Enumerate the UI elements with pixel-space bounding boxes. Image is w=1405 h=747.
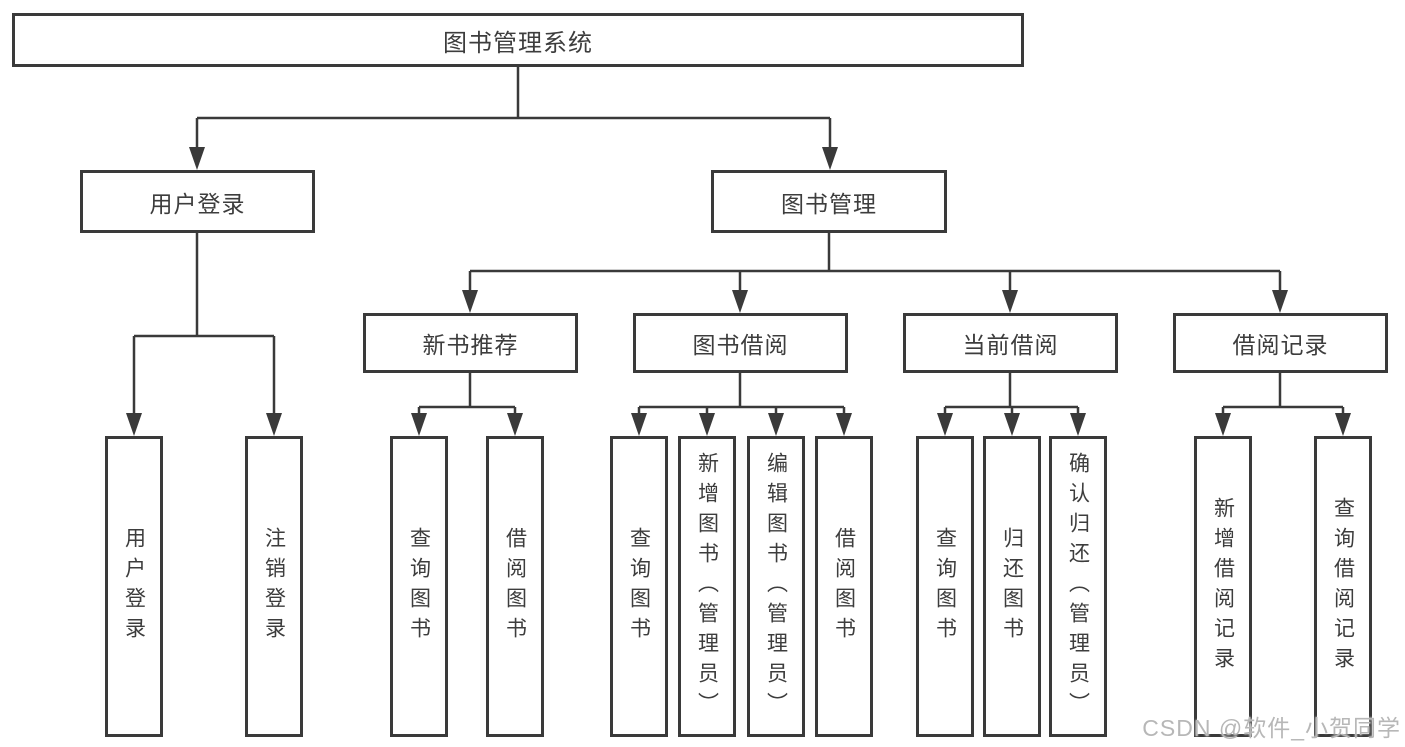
node-current-borrowing: 当前借阅 bbox=[903, 313, 1118, 373]
leaf-user-login: 用户登录 bbox=[105, 436, 163, 737]
node-borrowing-records-label: 借阅记录 bbox=[1232, 332, 1329, 358]
leaf-return-books: 归还图书 bbox=[983, 436, 1041, 737]
node-new-book-recommendation: 新书推荐 bbox=[363, 313, 578, 373]
arrowheads bbox=[126, 147, 1351, 436]
leaf-add-book-admin-label: 新增图书（管理员） bbox=[695, 451, 719, 722]
leaf-logout: 注销登录 bbox=[245, 436, 303, 737]
node-book-borrowing: 图书借阅 bbox=[633, 313, 848, 373]
node-book-management: 图书管理 bbox=[711, 170, 947, 233]
node-library-system: 图书管理系统 bbox=[12, 13, 1024, 67]
leaf-borrow-books-recommend: 借阅图书 bbox=[486, 436, 544, 737]
leaf-borrow-books-borrowing: 借阅图书 bbox=[815, 436, 873, 737]
leaf-user-login-label: 用户登录 bbox=[122, 526, 146, 647]
leaf-query-books-borrowing-label: 查询图书 bbox=[627, 526, 651, 647]
leaf-query-borrow-record-label: 查询借阅记录 bbox=[1331, 496, 1355, 677]
leaf-query-books-current-label: 查询图书 bbox=[933, 526, 957, 647]
leaf-add-borrow-record-label: 新增借阅记录 bbox=[1211, 496, 1235, 677]
node-new-book-recommendation-label: 新书推荐 bbox=[422, 332, 519, 358]
node-current-borrowing-label: 当前借阅 bbox=[962, 332, 1059, 358]
leaf-borrow-books-borrowing-label: 借阅图书 bbox=[832, 526, 856, 647]
leaf-logout-label: 注销登录 bbox=[262, 526, 286, 647]
leaf-edit-book-admin: 编辑图书（管理员） bbox=[747, 436, 805, 737]
leaf-borrow-books-recommend-label: 借阅图书 bbox=[503, 526, 527, 647]
leaf-confirm-return-admin-label: 确认归还（管理员） bbox=[1066, 451, 1090, 722]
leaf-query-books-recommend: 查询图书 bbox=[390, 436, 448, 737]
leaf-add-borrow-record: 新增借阅记录 bbox=[1194, 436, 1252, 737]
leaf-add-book-admin: 新增图书（管理员） bbox=[678, 436, 736, 737]
node-user-login-label: 用户登录 bbox=[149, 190, 246, 217]
leaf-edit-book-admin-label: 编辑图书（管理员） bbox=[764, 451, 788, 722]
node-book-management-label: 图书管理 bbox=[781, 190, 877, 217]
node-user-login: 用户登录 bbox=[80, 170, 315, 233]
node-book-borrowing-label: 图书借阅 bbox=[692, 332, 789, 358]
leaf-confirm-return-admin: 确认归还（管理员） bbox=[1049, 436, 1107, 737]
watermark: CSDN @软件_小贺同学 bbox=[1142, 715, 1401, 741]
leaf-query-books-borrowing: 查询图书 bbox=[610, 436, 668, 737]
leaf-query-books-recommend-label: 查询图书 bbox=[407, 526, 431, 647]
node-borrowing-records: 借阅记录 bbox=[1173, 313, 1388, 373]
node-library-system-label: 图书管理系统 bbox=[443, 29, 593, 57]
leaf-query-books-current: 查询图书 bbox=[916, 436, 974, 737]
leaf-query-borrow-record: 查询借阅记录 bbox=[1314, 436, 1372, 737]
leaf-return-books-label: 归还图书 bbox=[1000, 526, 1024, 647]
